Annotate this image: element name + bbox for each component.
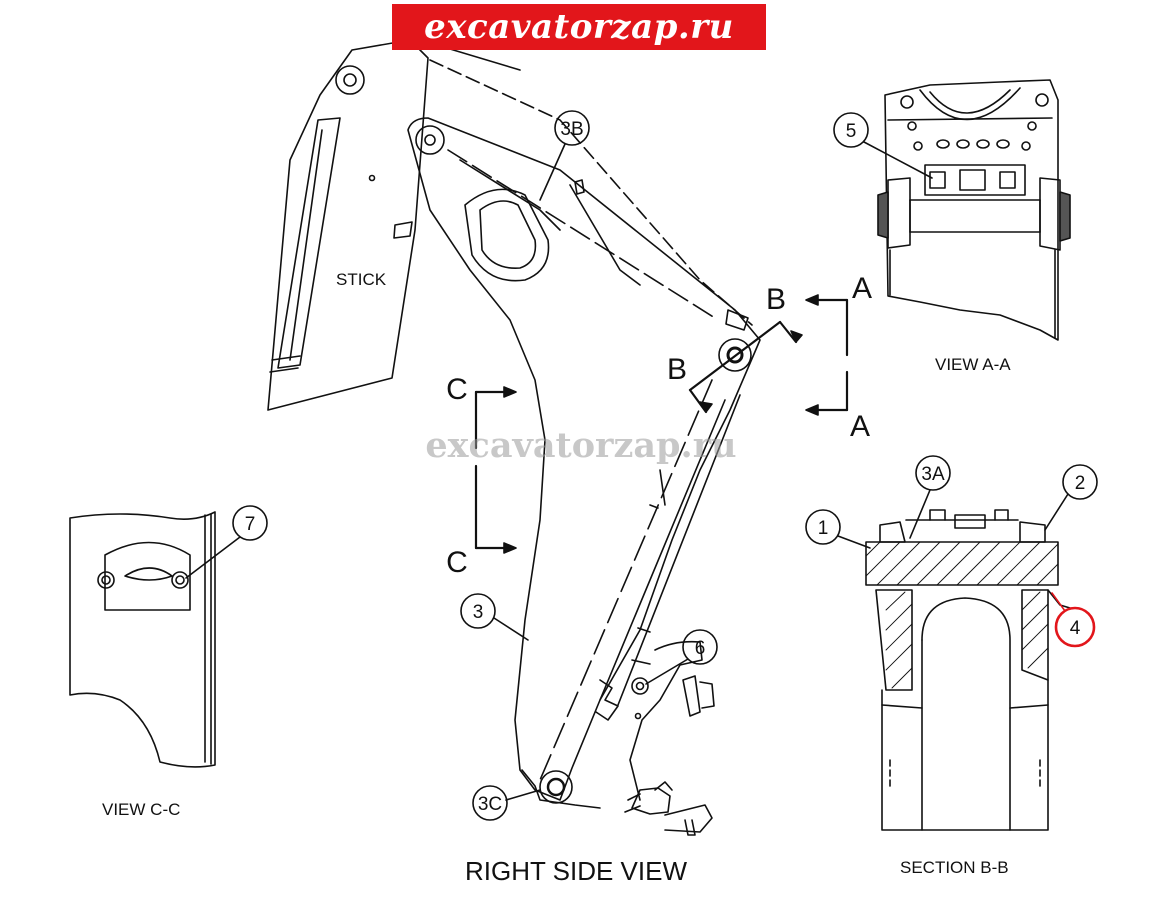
callout-7: 7: [245, 514, 256, 535]
label-view-aa: VIEW A-A: [935, 355, 1011, 374]
callout-5: 5: [846, 121, 857, 142]
banner-text: excavatorzap.ru: [424, 7, 734, 47]
marker-b-bottom: B: [667, 353, 687, 386]
callout-6: 6: [695, 638, 706, 659]
marker-a-top: A: [852, 272, 872, 305]
boom-drawing: [407, 117, 761, 836]
callout-3c: 3C: [478, 794, 502, 815]
label-view-cc: VIEW C-C: [102, 800, 180, 819]
site-banner: excavatorzap.ru: [392, 4, 766, 50]
view-aa-drawing: [877, 79, 1071, 341]
section-line-cc: [474, 386, 517, 554]
callout-3a: 3A: [921, 464, 945, 485]
marker-b-top: B: [766, 283, 786, 316]
callouts: [185, 110, 1098, 821]
label-stick: STICK: [336, 270, 387, 289]
label-section-bb: SECTION B-B: [900, 858, 1009, 877]
view-cc-drawing: [69, 511, 216, 768]
callout-3: 3: [473, 602, 484, 623]
callout-2: 2: [1075, 473, 1086, 494]
callout-4: 4: [1070, 618, 1081, 639]
section-line-aa: [805, 294, 849, 416]
callout-3b: 3B: [560, 119, 583, 140]
marker-a-bottom: A: [850, 410, 870, 443]
section-bb-drawing: [865, 509, 1071, 831]
marker-c-bottom: C: [446, 546, 468, 579]
section-line-bb: [688, 320, 803, 414]
marker-c-top: C: [446, 373, 468, 406]
callout-1: 1: [818, 518, 829, 539]
watermark: excavatorzap.ru: [425, 425, 737, 466]
label-right-side-view: RIGHT SIDE VIEW: [465, 856, 687, 886]
